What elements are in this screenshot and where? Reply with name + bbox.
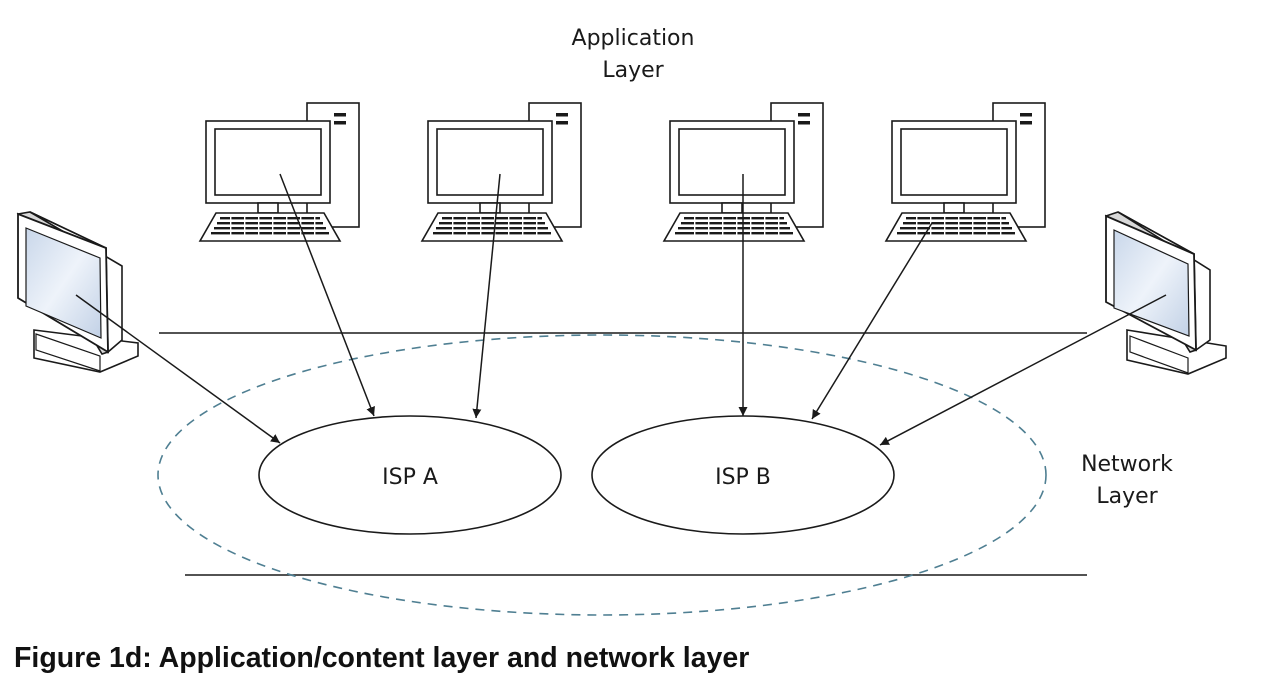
network-layer-label-line1: Network (1081, 452, 1173, 477)
arrow-desktop-1-to-isp-a (279, 173, 375, 417)
arrow-desktop-2-to-isp-a (472, 173, 501, 419)
network-layer-dashed-boundary (157, 334, 1047, 616)
arrow-left-monitor-to-isp-a (75, 294, 281, 444)
figure-caption: Figure 1d: Application/content layer and… (14, 642, 750, 674)
flat-monitor-icon (1104, 211, 1227, 375)
isp-b-label: ISP B (715, 465, 771, 490)
desktop-computer-icon (421, 102, 582, 242)
application-layer-label-line2: Layer (602, 58, 664, 83)
arrow-right-monitor-to-isp-b (879, 294, 1167, 446)
arrow-desktop-4-to-isp-b (811, 222, 933, 420)
network-layer-label-line2: Layer (1096, 484, 1158, 509)
desktop-computer-icon (199, 102, 360, 242)
isp-a-node (258, 415, 562, 535)
application-layer-label-line1: Application (572, 26, 695, 51)
flat-monitor-icon (16, 211, 139, 373)
isp-a-label: ISP A (382, 465, 438, 490)
desktop-computer-icon (885, 102, 1046, 242)
